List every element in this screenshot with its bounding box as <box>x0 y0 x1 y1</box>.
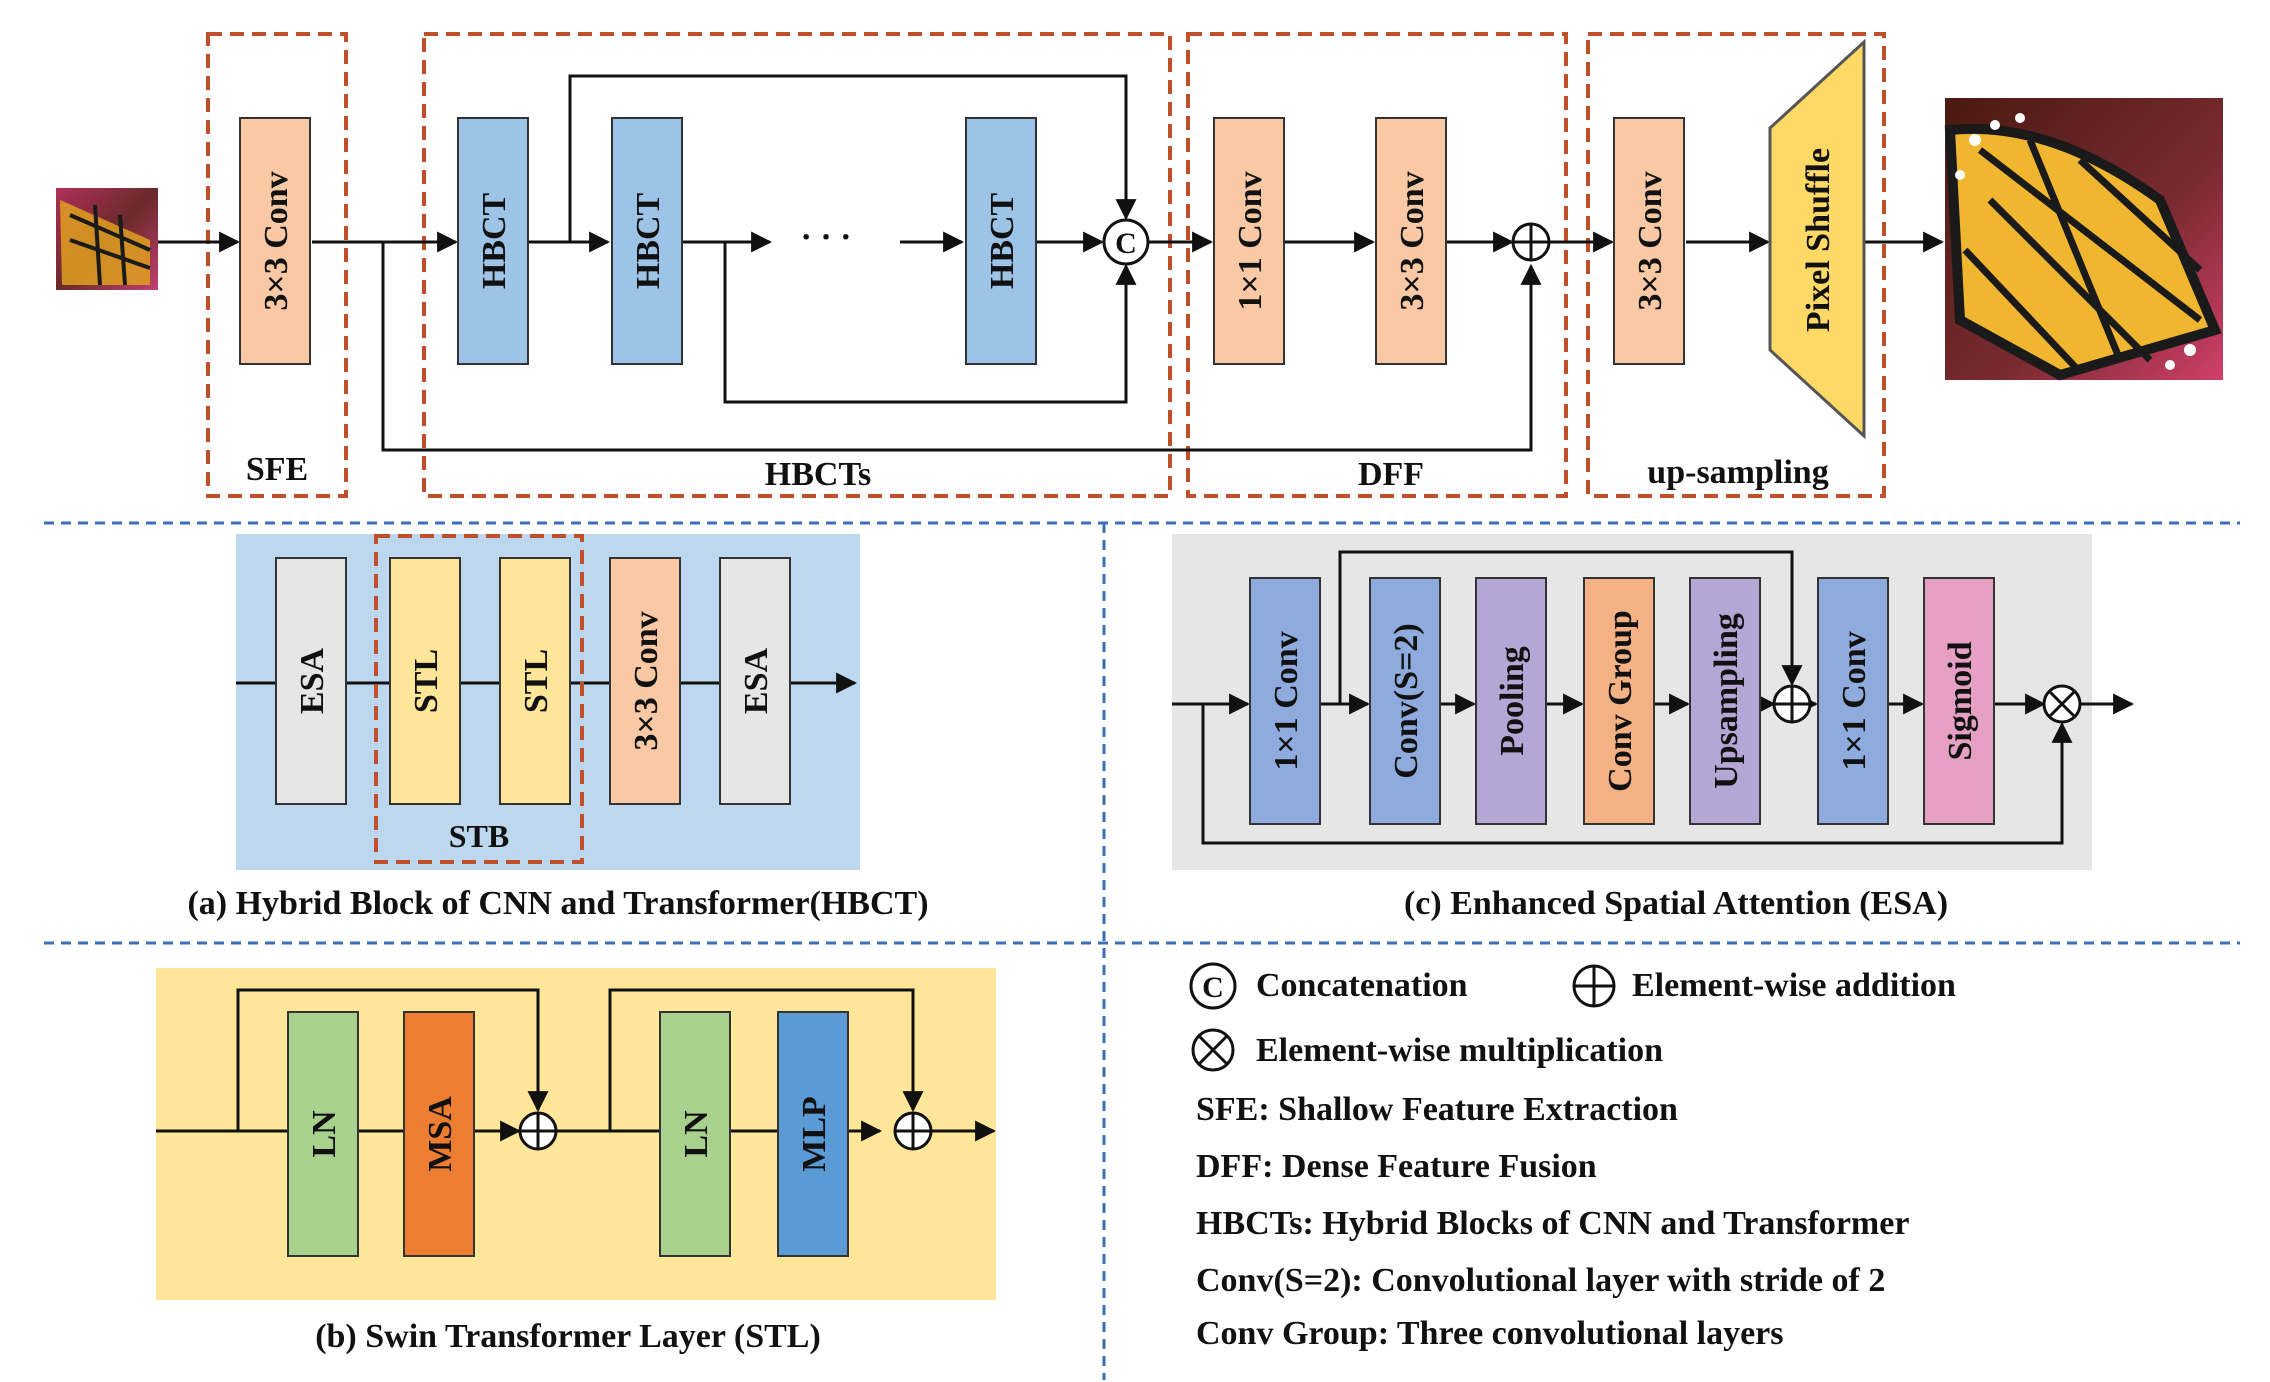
hbct-block-2 <box>611 117 683 365</box>
panel-b-msa-block <box>403 1011 475 1257</box>
panel-a-stl-label-1: STL <box>408 649 445 713</box>
panel-c-stride-conv-block <box>1369 577 1441 825</box>
panel-c-caption: (c) Enhanced Spatial Attention (ESA) <box>1404 885 1948 922</box>
panel-c-multiplication-icon <box>2042 684 2082 724</box>
panel-b-ln-label-1: LN <box>306 1110 343 1158</box>
panel-a-stl-label-2: STL <box>518 649 555 713</box>
panel-b-mlp-block <box>777 1011 849 1257</box>
legend-addition: Element-wise addition <box>1632 967 1956 1004</box>
panel-a-esa-label-1: ESA <box>294 647 331 714</box>
panel-c-conv1-block <box>1249 577 1321 825</box>
panel-b-ln-block-2 <box>659 1011 731 1257</box>
hbcts-group-label: HBCTs <box>765 456 871 493</box>
pixel-shuffle-block <box>1768 38 1866 440</box>
panel-b-caption: (b) Swin Transformer Layer (STL) <box>315 1318 821 1355</box>
upsample-conv-label: 3×3 Conv <box>1632 171 1669 310</box>
pixel-shuffle-label: Pixel Shuffle <box>1800 148 1837 332</box>
panel-c-pooling-label: Pooling <box>1494 646 1531 756</box>
panel-c-conv2-block <box>1817 577 1889 825</box>
hbct-block-3-label: HBCT <box>984 193 1021 290</box>
legend-concat-icon: C <box>1189 962 1237 1010</box>
addition-icon <box>1511 222 1551 262</box>
panel-a-esa-block-2 <box>719 557 791 805</box>
panel-c-upsampling-label: Upsampling <box>1708 613 1745 789</box>
dff-conv2-block <box>1375 117 1447 365</box>
legend-concatenation: Concatenation <box>1256 967 1468 1004</box>
legend-multiplication: Element-wise multiplication <box>1256 1032 1663 1069</box>
dff-conv1-block <box>1213 117 1285 365</box>
legend-definition-conv-group: Conv Group: Three convolutional layers <box>1196 1315 1784 1352</box>
panel-b-addition-icon-1 <box>518 1111 558 1151</box>
hbct-ellipsis: · · · <box>800 219 851 256</box>
input-image <box>56 188 158 290</box>
panel-b-ln-block-1 <box>287 1011 359 1257</box>
output-image <box>1944 98 2223 381</box>
panel-a-esa-label-2: ESA <box>738 647 775 714</box>
panel-b-addition-icon-2 <box>893 1111 933 1151</box>
dff-group-frame <box>1186 32 1568 498</box>
panel-b-ln-label-2: LN <box>678 1110 715 1158</box>
panel-b-mlp-label: MLP <box>796 1096 833 1172</box>
legend-definition-sfe: SFE: Shallow Feature Extraction <box>1196 1091 1678 1128</box>
hbct-block-2-label: HBCT <box>630 193 667 290</box>
hbct-block-3 <box>965 117 1037 365</box>
panel-c-sigmoid-label: Sigmoid <box>1942 641 1979 760</box>
dff-group-label: DFF <box>1358 456 1424 493</box>
panel-b-background <box>156 968 996 1300</box>
sfe-conv-label: 3×3 Conv <box>258 171 295 310</box>
stb-label: STB <box>449 818 509 854</box>
legend-multiplication-icon <box>1191 1028 1235 1072</box>
hbct-block-1 <box>457 117 529 365</box>
upsampling-group-frame <box>1586 32 1886 498</box>
panel-c-upsampling-block <box>1689 577 1761 825</box>
legend-definition-dff: DFF: Dense Feature Fusion <box>1196 1148 1597 1185</box>
upsample-conv-block <box>1613 117 1685 365</box>
legend-definition-stride-conv: Conv(S=2): Convolutional layer with stri… <box>1196 1262 1885 1299</box>
hbcts-group-frame <box>422 32 1172 498</box>
panel-a-stl-block-1 <box>389 557 461 805</box>
sfe-group-label: SFE <box>246 451 308 488</box>
concat-icon <box>1102 218 1150 266</box>
panel-c-stride-conv-label: Conv(S=2) <box>1388 623 1425 778</box>
panel-c-conv-group-block <box>1583 577 1655 825</box>
legend-definition-hbcts: HBCTs: Hybrid Blocks of CNN and Transfor… <box>1196 1205 1909 1242</box>
panel-b-msa-label: MSA <box>422 1096 459 1172</box>
hbct-block-1-label: HBCT <box>476 193 513 290</box>
concat-icon-label: C <box>1115 227 1137 260</box>
dff-conv1-label: 1×1 Conv <box>1232 171 1269 310</box>
panel-c-addition-icon <box>1772 684 1812 724</box>
panel-a-conv-label: 3×3 Conv <box>628 611 665 750</box>
panel-a-conv-block <box>609 557 681 805</box>
panel-c-conv2-label: 1×1 Conv <box>1836 631 1873 770</box>
dff-conv2-label: 3×3 Conv <box>1394 171 1431 310</box>
panel-a-esa-block-1 <box>275 557 347 805</box>
panel-c-pooling-block <box>1475 577 1547 825</box>
panel-a-caption: (a) Hybrid Block of CNN and Transformer(… <box>187 885 928 922</box>
sfe-conv-block <box>239 117 311 365</box>
panel-a-stl-block-2 <box>499 557 571 805</box>
legend-concat-icon-label: C <box>1202 971 1224 1004</box>
panel-c-conv-group-label: Conv Group <box>1602 610 1639 792</box>
sfe-group-frame <box>206 32 348 498</box>
upsampling-group-label: up-sampling <box>1647 454 1828 491</box>
panel-c-conv1-label: 1×1 Conv <box>1268 631 1305 770</box>
legend-addition-icon <box>1572 964 1616 1008</box>
panel-c-sigmoid-block <box>1923 577 1995 825</box>
